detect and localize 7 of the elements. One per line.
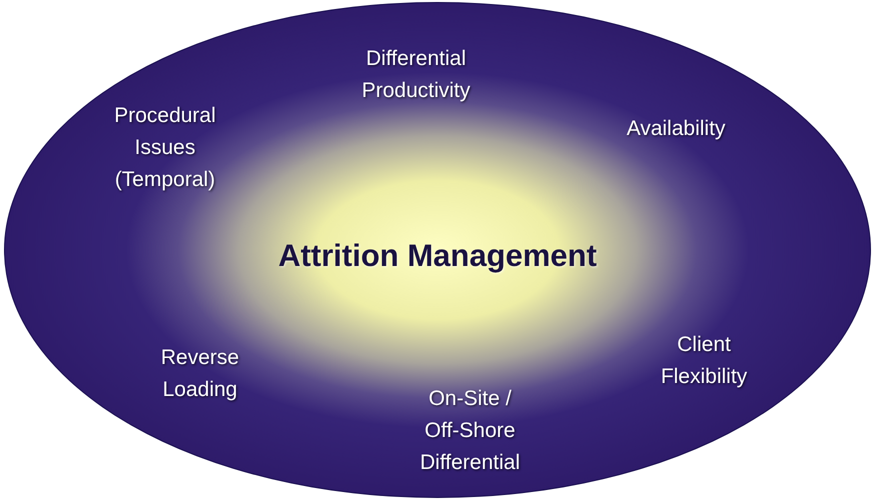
factor-label: Availability bbox=[626, 116, 726, 142]
factor-label: Client Flexibility bbox=[660, 332, 748, 390]
factor-label: Differential Productivity bbox=[360, 46, 472, 104]
factor-label: Procedural Issues (Temporal) bbox=[113, 103, 217, 193]
factor-label: Reverse Loading bbox=[160, 345, 240, 403]
factor-label: On-Site / Off-Shore Differential bbox=[419, 386, 521, 476]
center-title: Attrition Management bbox=[278, 236, 597, 275]
